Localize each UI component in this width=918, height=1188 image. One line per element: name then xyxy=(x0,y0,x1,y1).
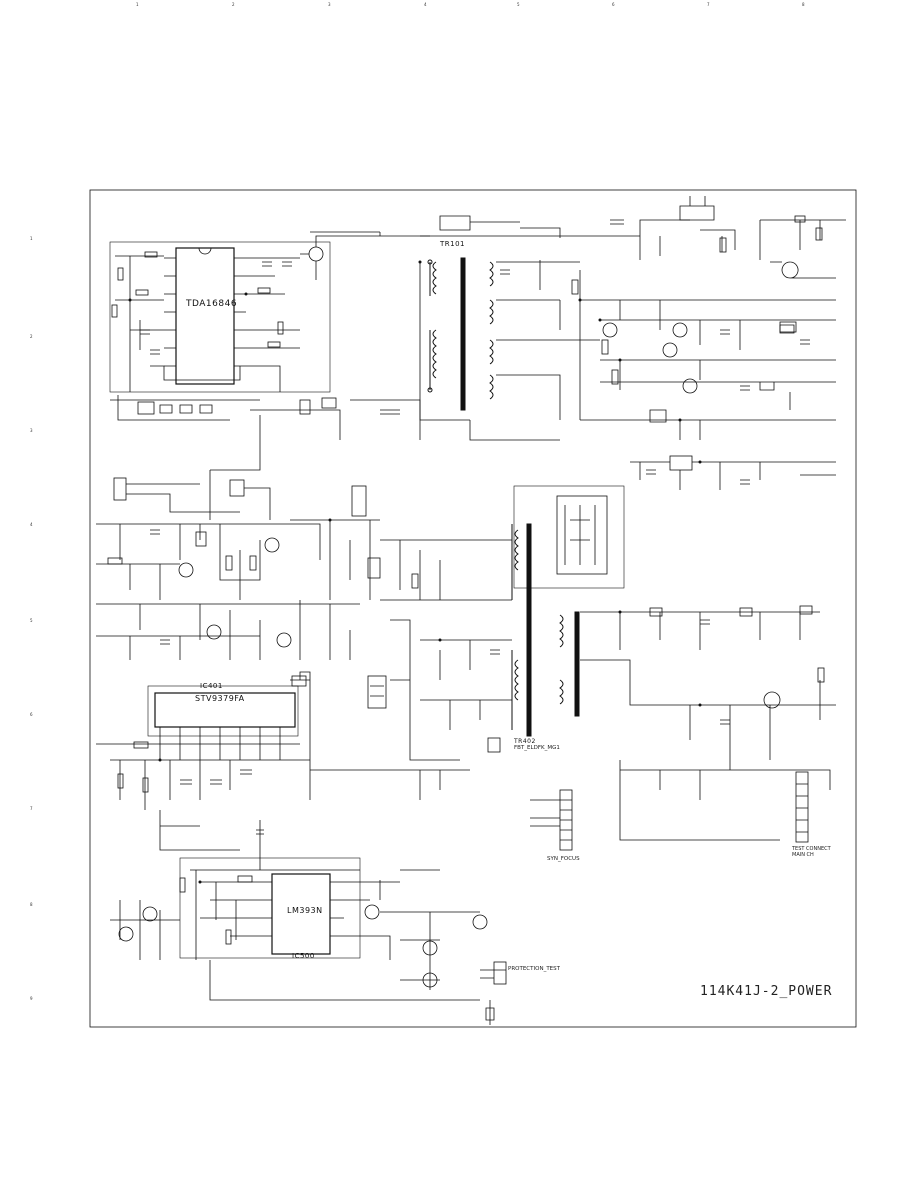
vertical-ic-ref: IC401 xyxy=(200,682,223,690)
test-connector-body xyxy=(795,771,809,843)
pwm-section-frame xyxy=(109,241,331,393)
drawing-border xyxy=(89,189,857,1028)
comparator-ic-body xyxy=(271,873,331,955)
test-connector-label: TEST CONNECT MAIN CH xyxy=(792,846,831,858)
protection-test-label: PROTECTION_TEST xyxy=(508,966,561,972)
connector-mid-2 xyxy=(367,557,381,579)
main-transformer-label: TR101 xyxy=(440,240,466,248)
pwm-ic-label: TDA16846 xyxy=(186,299,238,309)
connector-mid-3 xyxy=(367,675,387,709)
row-marker: 2 xyxy=(30,334,33,339)
column-marker: 6 xyxy=(612,2,615,7)
column-marker: 3 xyxy=(328,2,331,7)
main-transformer xyxy=(427,257,494,411)
vertical-section-frame xyxy=(147,685,299,737)
row-marker: 6 xyxy=(30,712,33,717)
row-marker: 7 xyxy=(30,806,33,811)
flyback-transformer xyxy=(511,523,580,737)
column-marker: 5 xyxy=(517,2,520,7)
column-marker: 1 xyxy=(136,2,139,7)
row-marker: 4 xyxy=(30,522,33,527)
pwm-ic-body xyxy=(175,247,235,385)
connector-left-1 xyxy=(113,477,127,501)
column-marker: 2 xyxy=(232,2,235,7)
focus-block-frame xyxy=(513,485,625,589)
sheet-title: 114K41J-2_POWER xyxy=(700,984,833,999)
column-marker: 4 xyxy=(424,2,427,7)
row-marker: 3 xyxy=(30,428,33,433)
vertical-ic-body xyxy=(154,692,296,728)
column-marker: 8 xyxy=(802,2,805,7)
connector-mid-1 xyxy=(351,485,367,517)
comparator-ic-ref: IC500 xyxy=(292,952,315,960)
comparator-ic-label: LM393N xyxy=(287,906,323,915)
flyback-transformer-label: TR402 xyxy=(514,738,536,745)
row-marker: 1 xyxy=(30,236,33,241)
sync-focus-label: SYN_FOCUS xyxy=(547,856,580,862)
row-marker: 9 xyxy=(30,996,33,1001)
row-marker: 5 xyxy=(30,618,33,623)
comparator-section-frame xyxy=(179,857,361,959)
column-marker: 7 xyxy=(707,2,710,7)
row-marker: 8 xyxy=(30,902,33,907)
protection-connector-body xyxy=(493,961,507,985)
vertical-ic-label: STV9379FA xyxy=(195,694,245,703)
flyback-part-label: FBT_ELDFK_MG1 xyxy=(514,745,560,751)
